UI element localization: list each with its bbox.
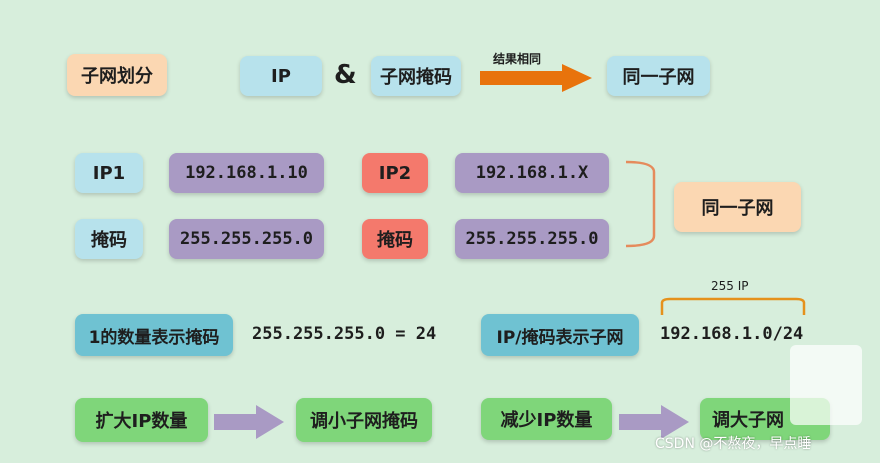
ip1-label: IP1 xyxy=(92,162,126,184)
mask1-box: 掩码 xyxy=(75,219,143,259)
arrow-caption: 结果相同 xyxy=(493,52,542,66)
mask2-value-box: 255.255.255.0 xyxy=(455,219,609,259)
ip1-value: 192.168.1.10 xyxy=(185,163,308,183)
subnet-division-label: 子网划分 xyxy=(81,66,153,87)
decrease-mask-box: 调小子网掩码 xyxy=(296,398,432,442)
mask2-label: 掩码 xyxy=(377,230,413,251)
mask1-value-box: 255.255.255.0 xyxy=(169,219,324,259)
ip-label: IP xyxy=(271,65,291,87)
ip-mask-notation-label: IP/掩码表示子网 xyxy=(496,327,624,348)
ip2-value: 192.168.1.X xyxy=(475,163,589,183)
right-bracket-icon xyxy=(625,160,656,248)
mask1-label: 掩码 xyxy=(91,230,127,251)
same-subnet-result-label: 同一子网 xyxy=(622,67,695,88)
subnet-division-box: 子网划分 xyxy=(67,54,167,96)
ip2-box: IP2 xyxy=(362,153,428,193)
ip1-value-box: 192.168.1.10 xyxy=(169,153,324,193)
watermark-badge xyxy=(790,345,862,425)
csdn-watermark: CSDN @不熬夜，早点睡 xyxy=(655,436,812,452)
mask2-box: 掩码 xyxy=(362,219,428,259)
mask-equation: 255.255.255.0 = 24 xyxy=(252,324,437,344)
mask-count-label: 1的数量表示掩码 xyxy=(88,327,220,348)
and-symbol: & xyxy=(334,60,357,90)
same-subnet-label: 同一子网 xyxy=(701,198,774,219)
orange-arrow-icon xyxy=(480,64,592,92)
mask2-value: 255.255.255.0 xyxy=(465,229,599,249)
ip-mask-notation-box: IP/掩码表示子网 xyxy=(481,314,639,356)
subnet-mask-box: 子网掩码 xyxy=(371,56,461,96)
subnet-mask-label: 子网掩码 xyxy=(380,67,452,88)
increase-mask-label: 调大子网 xyxy=(712,410,784,431)
ip1-box: IP1 xyxy=(75,153,143,193)
mask-count-box: 1的数量表示掩码 xyxy=(75,314,233,356)
same-subnet-box: 同一子网 xyxy=(674,182,801,232)
top-brace-icon xyxy=(660,297,806,315)
purple-arrow-icon xyxy=(214,405,284,439)
cidr-value: 192.168.1.0/24 xyxy=(660,324,804,344)
ip2-label: IP2 xyxy=(378,162,412,184)
reduce-ip-label: 减少IP数量 xyxy=(500,410,593,431)
ip2-value-box: 192.168.1.X xyxy=(455,153,609,193)
mask1-value: 255.255.255.0 xyxy=(179,229,314,249)
expand-ip-box: 扩大IP数量 xyxy=(75,398,208,442)
decrease-mask-label: 调小子网掩码 xyxy=(310,411,418,432)
reduce-ip-box: 减少IP数量 xyxy=(481,398,612,440)
ip-box: IP xyxy=(240,56,322,96)
expand-ip-label: 扩大IP数量 xyxy=(95,411,188,432)
same-subnet-result-box: 同一子网 xyxy=(607,56,710,96)
purple-arrow-icon xyxy=(619,405,689,439)
brace-caption: 255 IP xyxy=(711,279,749,293)
